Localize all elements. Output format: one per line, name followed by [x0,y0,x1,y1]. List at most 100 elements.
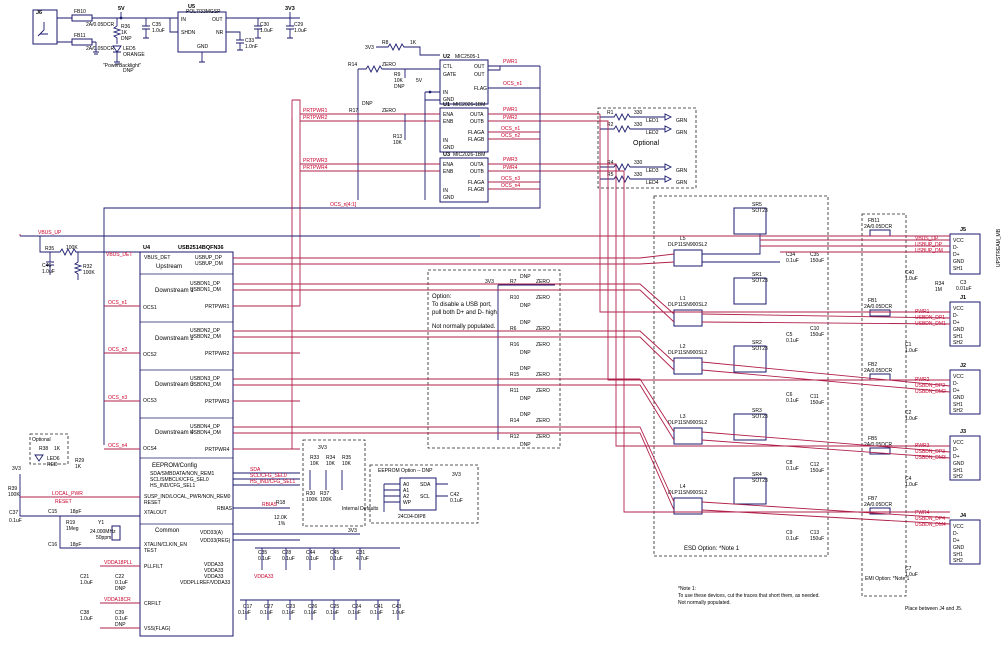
c16-ref: C16 [48,542,57,548]
dec-c27: C27 [264,604,273,610]
u1-switch [439,107,489,153]
opt-r11: R11 ZERO DNP [510,388,550,402]
prtpwr2-net: PRTPWR2 [303,115,328,121]
fb5-emi-val: 2A/0.05DCR [864,442,892,448]
u1-ref: U1 [443,102,450,108]
v5-label: 5V [118,6,125,12]
j5-dm: USBUP_DM [915,248,943,254]
sr3-part: SOT23 [752,414,768,420]
j5-dplus: D+ [953,252,960,258]
u3-gnd: GND [443,195,455,201]
r2-val: 330 [634,122,643,128]
u5-pin-in: IN [181,17,186,23]
hub-rbias: RBIAS [217,506,233,512]
j2-ref: J2 [960,363,966,369]
esd-channel-0: L5 DLP11SN900SL2 SR5 SOT23 C34 0.1uF C35… [668,202,824,267]
c22-ref: C22 [115,574,124,580]
opt-r7-ref: R7 [510,279,517,285]
r33-ref: R33 [310,455,319,461]
u5-part: POL7/33MGSP [186,9,221,15]
ds4-ocs: OCS4 [143,446,157,452]
r36-val: 1K [121,30,128,36]
ds4-prtpwr: PRTPWR4 [205,447,230,453]
c34-val: 0.1uF [786,258,799,264]
u2-ctl: CTL [443,64,453,70]
r36-dnp: DNP [121,36,132,42]
opt-r12-val: ZERO [536,434,550,440]
j6-ref: J6 [36,10,42,16]
opt-r16: R16 ZERO DNP [510,342,550,356]
ds2-dm: USBDN2_DM [190,334,221,340]
fb1-emi: FB1 [868,298,877,304]
esd-channel-2: L2 DLP11SN900SL2 SR2 SOT23 C6 0.1uF C11 … [668,340,824,406]
c34-ref: C34 [786,252,795,258]
sr4-ref: SR4 [752,472,762,478]
r17-ref: R17 [349,108,358,114]
r37-ref: R37 [320,491,329,497]
opt-r14-val: ZERO [536,418,550,424]
c38-ref: C38 [80,610,89,616]
dec-bottom-row: C17 0.1uF C27 0.1uF C23 0.1uF C26 0.1uF … [238,604,405,616]
l4-ref: L4 [680,484,686,490]
hub-vdda33-3: VDDA33 [204,574,224,580]
j4-dplus: D+ [953,538,960,544]
j1-vcc: VCC [953,306,964,312]
opt-r12-ref: R12 [510,434,519,440]
eeprom-scl: SCL [420,494,430,500]
ds3-prtpwr: PRTPWR3 [205,399,230,405]
dec-c26: C26 [308,604,317,610]
led6-color: RED [47,462,58,468]
opt-r11-ref: R11 [510,388,519,394]
choke-l4 [673,497,703,515]
hub-vdd33reg: VDD33(REG) [200,538,231,544]
r36-resistor [112,25,122,44]
led6-ref: LED6 [47,456,60,462]
l4-part: DLP11SN900SL2 [668,490,707,496]
r32-val: 100K [83,270,95,276]
dec-c24: C24 [352,604,361,610]
opt-r10-dnp: DNP [520,303,531,309]
c37-val: 0.1uF [9,518,22,524]
prtpwr4-net: PRTPWR4 [303,165,328,171]
c4-ref: C4 [905,476,912,482]
j5-dminus: D- [953,245,959,251]
y1-ppm: 50ppm [96,535,111,541]
choke-l1 [673,309,703,327]
u3-switch [439,157,489,203]
led5-ref: LED5 [123,46,136,52]
c10-ref: C10 [810,326,819,332]
hub-u4: U4 USB2514BQFN36 VBUS_DET Upstream USBUP… [104,99,360,637]
opt-r11-dnp: DNP [520,396,531,402]
r14-ref: R14 [348,62,357,68]
j3-dminus: D- [953,447,959,453]
ds2-label: Downstream 2 [155,336,194,342]
u3-pwr3: PWR3 [503,157,518,163]
connector-j4: J4 PWR4 USBDN_DP4 USBDN_DM4 VCC D- D+ GN… [905,510,981,578]
dec-c24-val: 0.1uF [348,610,361,616]
r35-val: 100K [66,245,78,251]
opt-r16-val: ZERO [536,342,550,348]
c35b-val: 150uF [810,258,824,264]
hub-xtalin: XTALIN/CLKIN_EN [144,542,187,548]
choke-l2 [673,357,703,375]
l1-part: DLP11SN900SL2 [668,302,707,308]
opt-r10-val: ZERO [536,295,550,301]
opt-r14-ref: R14 [510,418,519,424]
led2-ref: LED2 [646,130,659,136]
j2-dp: USBDN_DP2 [915,383,945,389]
r13-val: 10K [393,140,403,146]
hub-common: Common [155,528,179,534]
j5-ref: J5 [960,227,966,233]
l5-ref: L5 [680,236,686,242]
r9-dnp: DNP [394,84,405,90]
c1-ref: C1 [905,342,912,348]
fb11-emi-bead [869,229,891,237]
u1-flagb: FLAGB [468,137,485,143]
r1-ref: R1 [607,110,614,116]
ocs-bus-label: OCS_n[4:1] [330,202,357,208]
y1-val: 24.000MHz [90,529,116,535]
opt-r7-dnp: DNP [520,274,531,280]
r18-ref: R18 [276,500,285,506]
c46-val: 1.0uF [42,269,55,275]
j5-dp: USBUP_DP [915,242,943,248]
